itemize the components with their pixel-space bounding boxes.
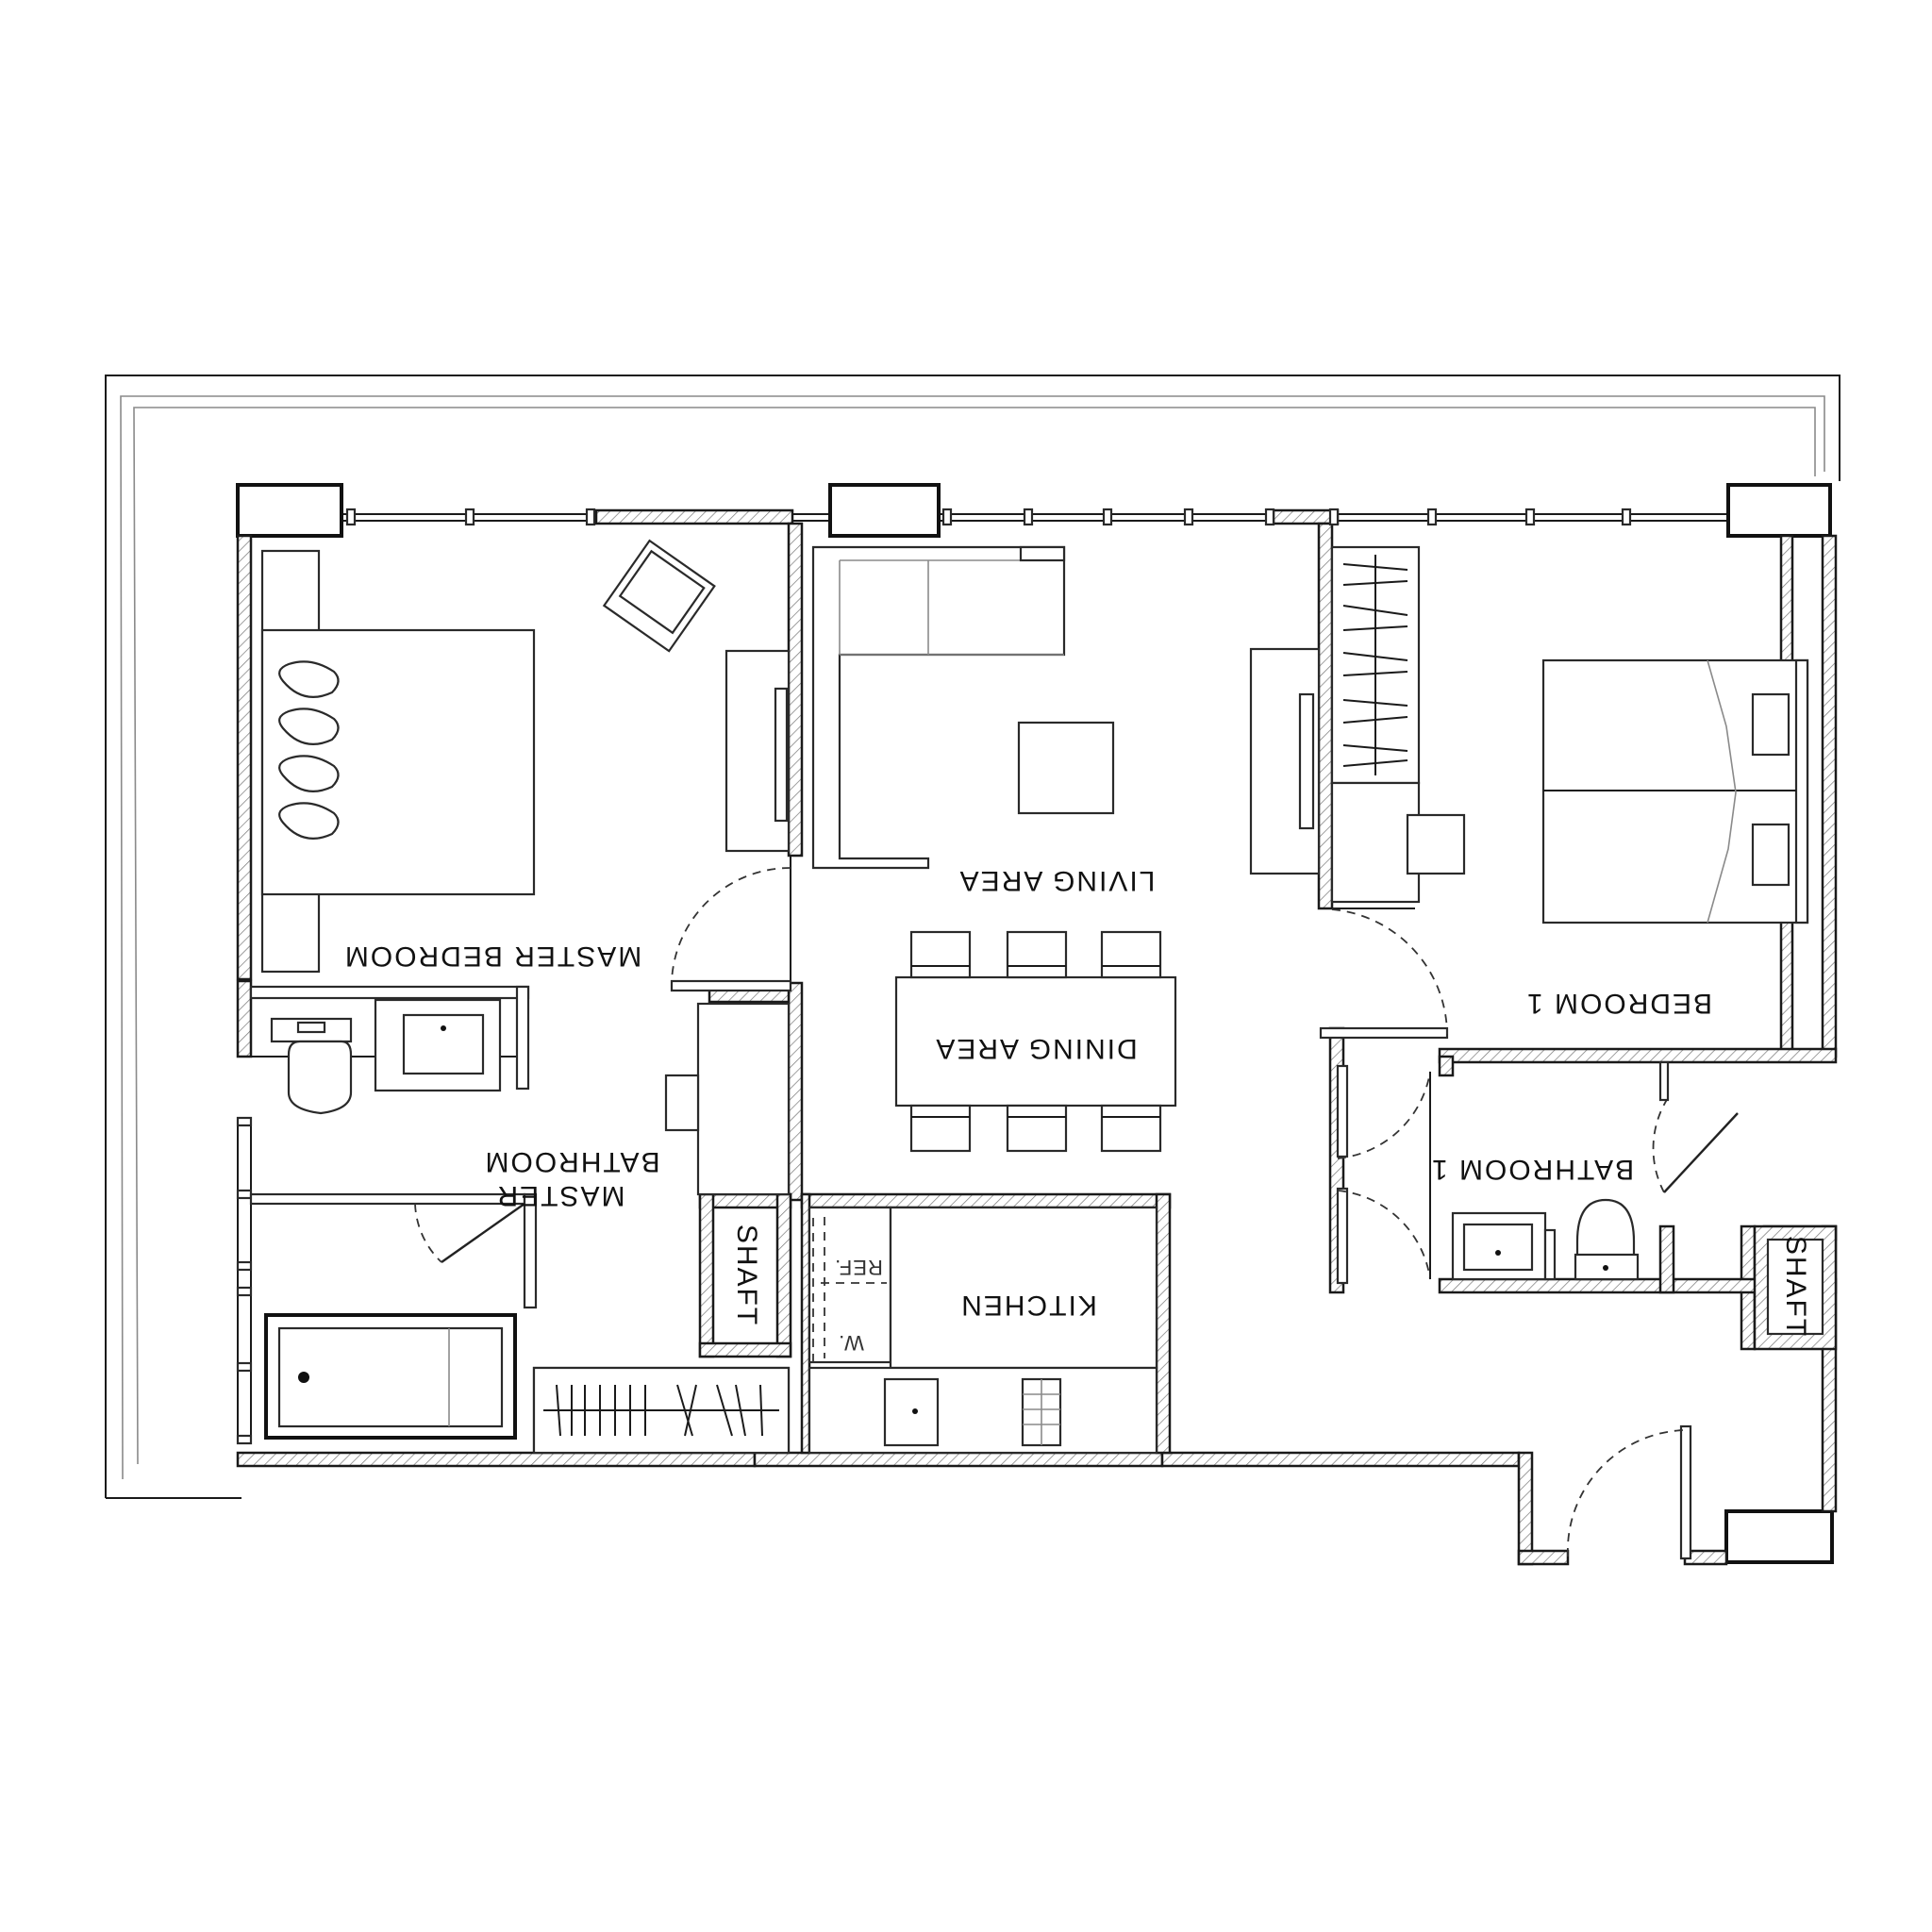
entry-door [1566,1424,1692,1560]
bathroom-1-label: BATHROOM 1 [1430,1154,1634,1185]
master-closet [532,1366,791,1455]
outer-boundary [105,375,1840,1499]
bedroom-door [1319,1026,1449,1040]
tv [1298,692,1315,830]
dining-table [894,975,1177,1108]
kitchen-label: KITCHEN [959,1290,1097,1321]
desk [1330,781,1421,904]
sink [402,1013,485,1075]
dining-chair [1006,1104,1068,1153]
master-bedroom-door [670,867,792,992]
room-labels: MASTER BEDROOM LIVING AREA DINING AREA B… [343,865,1811,1355]
pillow [278,755,340,792]
drain-icon [298,1372,309,1383]
toilet-bowl [287,1040,353,1115]
washer-label: W. [838,1331,864,1355]
fridge-washer-zone [808,1206,892,1364]
column-bottom-right [1724,1509,1834,1564]
column-left [236,483,343,538]
master-bedroom-furniture [260,539,791,974]
master-bedroom-label: MASTER BEDROOM [343,941,641,972]
pillow [278,708,340,745]
bedroom-1-furniture [1319,545,1809,1040]
living-furniture [811,545,1321,875]
kitchen-fixtures [808,1206,1158,1455]
coffee-table [1017,721,1115,815]
armchair [602,539,716,653]
tv [774,687,789,823]
window-mullions [345,508,1632,526]
dining-chair [909,930,972,979]
pillow [278,802,340,840]
dining-chair [1100,930,1162,979]
master-side-desk [664,1002,791,1196]
sink [1462,1223,1534,1272]
master-bathroom-label: MASTER [495,1180,625,1211]
living-area-label: LIVING AREA [958,865,1156,896]
column-right [1726,483,1832,538]
dining-chair [1006,930,1068,979]
column-middle [828,483,941,538]
pillow [1751,823,1790,887]
desk-chair [1406,813,1466,875]
shaft-right-label: SHAFT [1780,1236,1811,1338]
dining-furniture [894,930,1177,1153]
desk-chair [664,1074,700,1132]
sofa [811,545,1066,870]
pillow [1751,692,1790,757]
bedroom-1-label: BEDROOM 1 [1525,988,1712,1019]
ref-label: REF. [834,1256,883,1279]
dining-area-label: DINING AREA [934,1033,1137,1064]
bathroom-1-fixtures [1336,1060,1739,1285]
kitchen-sink [883,1377,940,1447]
master-bathroom-label-2: BATHROOM [483,1146,659,1177]
master-bathroom-fixtures [264,998,525,1440]
dining-chair [1100,1104,1162,1153]
right-shaft [1753,1224,1838,1351]
shaft-left-label: SHAFT [731,1224,762,1326]
dining-chair [909,1104,972,1153]
kitchen-island [889,1206,1158,1370]
pillow [278,660,340,698]
kitchen-counter [808,1366,1158,1455]
